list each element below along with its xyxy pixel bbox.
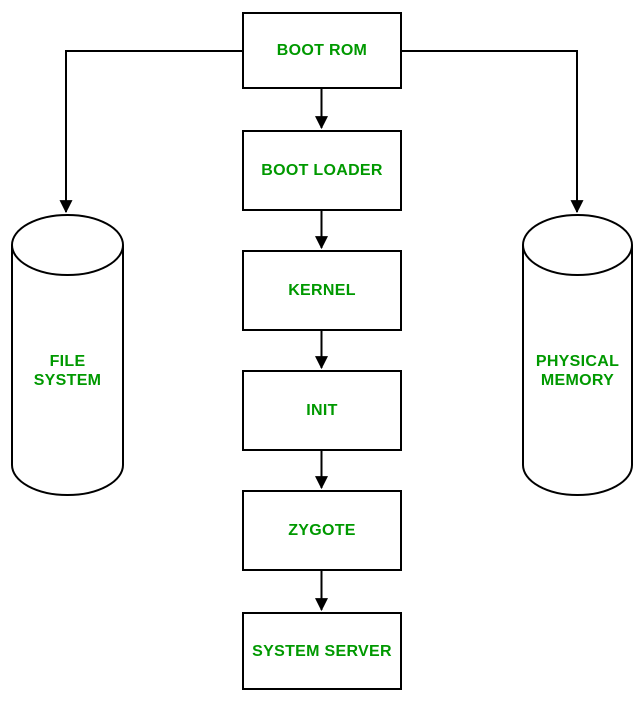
- node-zygote-label: ZYGOTE: [288, 522, 356, 539]
- physical-memory-cylinder-shape: [522, 214, 633, 496]
- node-init-label: INIT: [306, 402, 338, 419]
- node-init: INIT: [242, 370, 402, 451]
- physical-memory-label-line1: PHYSICAL: [535, 353, 620, 370]
- node-boot-loader: BOOT LOADER: [242, 130, 402, 211]
- node-system-server-label: SYSTEM SERVER: [252, 642, 392, 660]
- node-system-server: SYSTEM SERVER: [242, 612, 402, 690]
- node-boot-rom-label: BOOT ROM: [276, 42, 368, 59]
- file-system-cylinder-shape: [11, 214, 124, 496]
- arrow-bootrom-to-physicalmemory: [401, 50, 584, 214]
- node-kernel-label: KERNEL: [288, 282, 356, 299]
- physical-memory-label-line2: MEMORY: [540, 372, 615, 389]
- node-physical-memory: PHYSICAL MEMORY: [523, 343, 632, 399]
- file-system-label-line2: SYSTEM: [33, 372, 102, 389]
- node-zygote: ZYGOTE: [242, 490, 402, 571]
- node-kernel: KERNEL: [242, 250, 402, 331]
- file-system-label-line1: FILE: [49, 353, 86, 370]
- node-boot-loader-label: BOOT LOADER: [261, 162, 383, 179]
- node-boot-rom: BOOT ROM: [242, 12, 402, 89]
- node-file-system: FILE SYSTEM: [12, 343, 123, 399]
- arrow-bootrom-to-filesystem: [59, 50, 242, 214]
